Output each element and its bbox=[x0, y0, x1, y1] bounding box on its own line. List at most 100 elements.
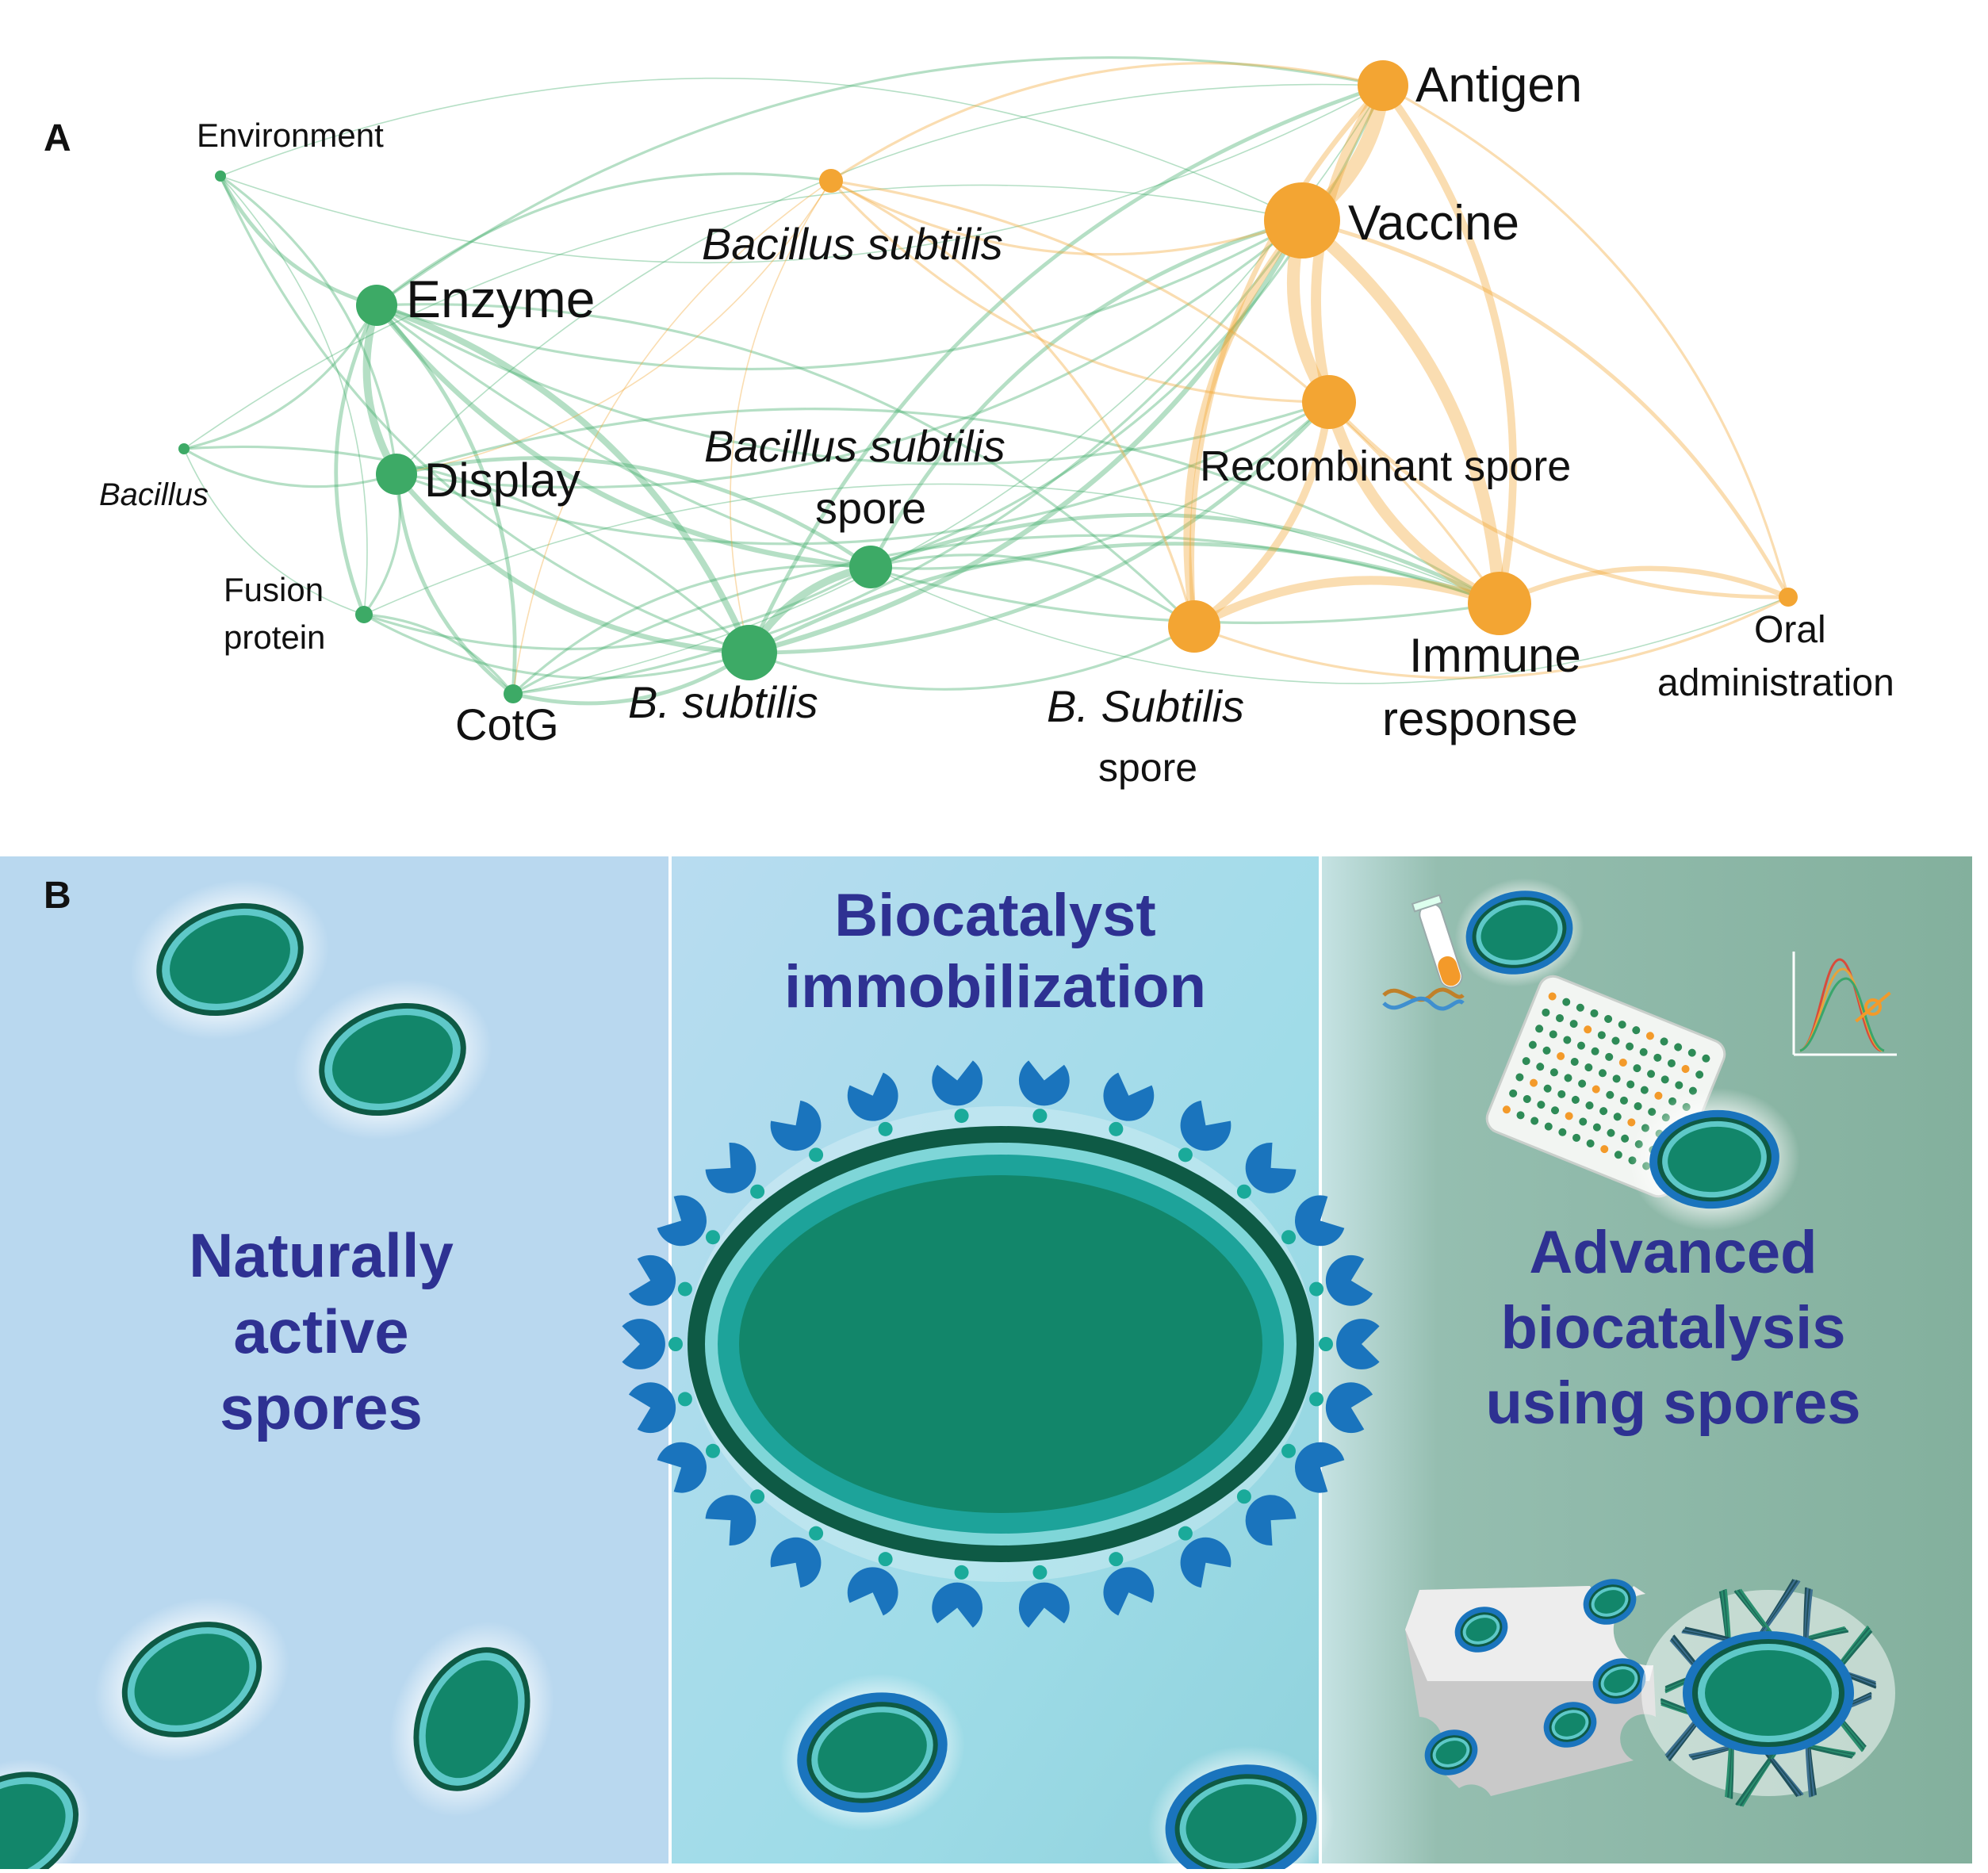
well bbox=[1592, 1123, 1601, 1132]
network-edge bbox=[396, 83, 1384, 475]
node-label-display: Display bbox=[424, 454, 580, 507]
node-display bbox=[376, 454, 417, 495]
node-label-bacillus: Bacillus bbox=[99, 477, 209, 512]
network-edge bbox=[362, 304, 400, 477]
network-edge bbox=[375, 304, 517, 695]
small-spore-decorated bbox=[1147, 1745, 1335, 1873]
well bbox=[1586, 1139, 1595, 1147]
well bbox=[1516, 1111, 1525, 1120]
network-edge bbox=[748, 542, 1500, 655]
node-label-cotg: CotG bbox=[455, 699, 559, 749]
network-edge bbox=[396, 456, 872, 569]
network-edge bbox=[749, 400, 1331, 655]
network-edge bbox=[396, 400, 1330, 546]
network-edge bbox=[511, 564, 871, 695]
spore-core bbox=[739, 1175, 1262, 1513]
network-edge bbox=[334, 304, 379, 615]
node-bss bbox=[849, 546, 892, 588]
node-label-b-subtilis: B. subtilis bbox=[628, 677, 818, 727]
network-edge bbox=[363, 613, 750, 680]
panel-b-illustration: B Naturally active spores Biocatalyst im… bbox=[0, 848, 1988, 1873]
well bbox=[1626, 1080, 1635, 1089]
well bbox=[1647, 1070, 1656, 1078]
node-label-bacillus-subtilis: Bacillus subtilis bbox=[702, 219, 1003, 269]
network-edge bbox=[1301, 218, 1791, 599]
spore bbox=[389, 1621, 554, 1817]
well bbox=[1590, 1009, 1599, 1017]
natural-title-line3: spores bbox=[220, 1373, 423, 1442]
hydrogel-network bbox=[1641, 1579, 1895, 1807]
network-edge bbox=[830, 179, 1196, 627]
network-edge bbox=[183, 305, 378, 450]
network-edge bbox=[749, 219, 1304, 656]
network-edge bbox=[220, 77, 1303, 221]
network-edge bbox=[1189, 83, 1385, 627]
well bbox=[1557, 1090, 1566, 1098]
linker bbox=[878, 1121, 893, 1136]
advanced-title-line2: biocatalysis bbox=[1500, 1294, 1845, 1362]
well bbox=[1585, 1101, 1594, 1110]
linker bbox=[1032, 1109, 1048, 1124]
well bbox=[1674, 1043, 1683, 1051]
panel-a-keyword-network: A Environment Enzyme Bacillus Display Fu… bbox=[0, 0, 1988, 848]
node-antigen bbox=[1358, 60, 1408, 111]
well bbox=[1605, 1052, 1614, 1061]
well bbox=[1611, 1036, 1620, 1045]
well bbox=[1633, 1064, 1641, 1073]
spore-on-carrier bbox=[1583, 1579, 1637, 1625]
well bbox=[1523, 1094, 1531, 1103]
linker bbox=[1309, 1281, 1324, 1297]
well bbox=[1579, 1117, 1588, 1126]
spectrum-chart-icon bbox=[1792, 952, 1897, 1056]
natural-spores bbox=[0, 879, 554, 1873]
well bbox=[1576, 1003, 1584, 1012]
network-edge bbox=[363, 483, 1500, 615]
network-edge bbox=[1380, 83, 1517, 604]
network-edge bbox=[220, 174, 398, 475]
well bbox=[1563, 1036, 1572, 1044]
well bbox=[1584, 1063, 1593, 1072]
network-edge bbox=[829, 179, 1330, 404]
linker bbox=[668, 1337, 683, 1351]
well bbox=[1681, 1065, 1690, 1074]
well bbox=[1667, 1059, 1676, 1067]
well bbox=[1687, 1048, 1696, 1057]
divider-2 bbox=[1319, 856, 1322, 1863]
well bbox=[1576, 1041, 1585, 1050]
node-oral bbox=[1779, 588, 1798, 607]
well bbox=[1599, 1107, 1608, 1116]
well bbox=[1530, 1078, 1538, 1087]
network-edge bbox=[376, 219, 1303, 371]
network-edge bbox=[1323, 400, 1503, 609]
linker bbox=[809, 1526, 824, 1541]
spore bbox=[130, 879, 330, 1040]
well bbox=[1565, 1112, 1573, 1120]
node-label-oral-line1: Oral bbox=[1754, 609, 1826, 651]
well bbox=[1549, 1030, 1557, 1039]
linker bbox=[1178, 1147, 1193, 1162]
well bbox=[1572, 1133, 1581, 1142]
well bbox=[1528, 1040, 1537, 1049]
node-environment bbox=[215, 170, 226, 182]
well bbox=[1584, 1025, 1592, 1034]
well bbox=[1632, 1026, 1641, 1035]
well bbox=[1600, 1145, 1609, 1154]
network-edge bbox=[394, 472, 750, 656]
network-edge bbox=[396, 180, 832, 475]
network-edge bbox=[1297, 215, 1506, 604]
linker bbox=[1178, 1526, 1193, 1541]
natural-title-line1: Naturally bbox=[189, 1220, 454, 1290]
network-edge bbox=[1193, 596, 1789, 680]
linker bbox=[1309, 1392, 1324, 1407]
network-edge bbox=[1498, 565, 1790, 606]
well bbox=[1606, 1090, 1615, 1099]
linker bbox=[809, 1147, 824, 1162]
network-edge bbox=[870, 512, 1501, 606]
network-edge bbox=[830, 62, 1384, 182]
network-edge bbox=[183, 445, 751, 654]
well bbox=[1660, 1037, 1668, 1046]
well bbox=[1702, 1054, 1710, 1063]
well bbox=[1537, 1101, 1546, 1109]
well bbox=[1578, 1079, 1587, 1088]
divider-1 bbox=[668, 856, 672, 1863]
